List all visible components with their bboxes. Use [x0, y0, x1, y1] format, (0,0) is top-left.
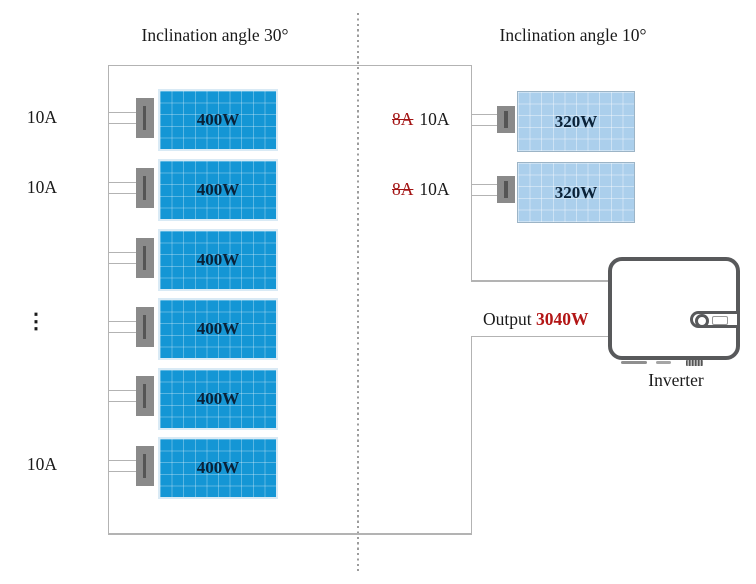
connector-bar: [143, 246, 146, 270]
panel-power-label: 400W: [196, 319, 240, 338]
left-section-title: Inclination angle 30°: [141, 25, 289, 45]
branch-wire: [471, 183, 497, 185]
more-panels-ellipsis: ⋮: [25, 309, 47, 333]
right-section-title: Inclination angle 10°: [499, 25, 647, 45]
branch-wire: [108, 122, 136, 124]
old-current-value: 8A: [392, 109, 414, 129]
inverter-vent-grille: [686, 359, 703, 366]
branch-wire: [108, 192, 136, 194]
panel-power-label: 400W: [196, 180, 240, 199]
output-value: 3040W: [536, 309, 589, 329]
solar-panel-400w: 400W: [158, 298, 278, 360]
branch-wire: [471, 194, 497, 196]
panel-power-label: 400W: [196, 389, 240, 408]
branch-wire: [108, 400, 136, 402]
inverter-label: Inverter: [648, 370, 704, 390]
branch-wire: [108, 331, 136, 333]
output-word: Output: [483, 309, 532, 329]
solar-panel-400w: 400W: [158, 89, 278, 151]
new-current-value: 10A: [419, 109, 450, 129]
branch-wire: [108, 389, 136, 391]
connector-bar: [143, 384, 146, 408]
connector-bar: [504, 111, 508, 128]
branch-wire: [108, 459, 136, 461]
new-current-value: 10A: [419, 179, 450, 199]
panel-power-label: 400W: [196, 110, 240, 129]
current-label-10a: 10A: [26, 177, 58, 197]
branch-wire: [108, 470, 136, 472]
dc-connector: [136, 446, 154, 486]
dc-connector: [497, 176, 515, 203]
connector-bar: [143, 106, 146, 130]
connector-bar: [143, 454, 146, 478]
branch-wire: [108, 262, 136, 264]
panel-power-label: 320W: [554, 111, 598, 131]
branch-wire: [108, 111, 136, 113]
panel-power-label: 400W: [196, 458, 240, 477]
dc-connector: [136, 376, 154, 416]
current-label-10a: 10A: [26, 107, 58, 127]
branch-wire: [471, 113, 497, 115]
dc-connector: [136, 238, 154, 278]
solar-panel-400w: 400W: [158, 159, 278, 221]
bottom-bus-wire: [108, 533, 472, 535]
top-bus-wire: [108, 64, 471, 66]
inverter-display-icon: [712, 315, 728, 325]
connector-bar: [504, 181, 508, 198]
dc-connector: [136, 98, 154, 138]
connector-bar: [143, 176, 146, 200]
solar-panel-320w: 320W: [517, 91, 635, 152]
right-bus-wire-lower: [470, 336, 472, 534]
branch-wire: [471, 124, 497, 126]
inverter-box: [608, 257, 740, 360]
solar-panel-320w: 320W: [517, 162, 635, 223]
panel-power-label: 400W: [196, 250, 240, 269]
dc-connector: [136, 168, 154, 208]
connector-bar: [143, 315, 146, 339]
branch-wire: [108, 251, 136, 253]
branch-wire: [108, 320, 136, 322]
old-current-value: 8A: [392, 179, 414, 199]
output-power-label: Output 3040W: [483, 309, 589, 330]
current-label-10a: 10A: [26, 454, 58, 474]
dc-connector: [136, 307, 154, 347]
dc-connector: [497, 106, 515, 133]
solar-panel-400w: 400W: [158, 368, 278, 430]
right-bus-wire-upper: [470, 65, 472, 281]
inverter-bottom-port: [621, 361, 647, 364]
left-bus-wire: [107, 65, 109, 534]
solar-panel-400w: 400W: [158, 437, 278, 499]
inverter-bottom-port: [656, 361, 671, 364]
panel-power-label: 320W: [554, 182, 598, 202]
inverter-input-wire-2: [471, 335, 608, 337]
section-divider-dotted-line: [357, 13, 359, 571]
branch-wire: [108, 181, 136, 183]
solar-panel-400w: 400W: [158, 229, 278, 291]
inverter-led-icon: [695, 314, 709, 328]
inverter-input-wire-1: [471, 280, 608, 282]
